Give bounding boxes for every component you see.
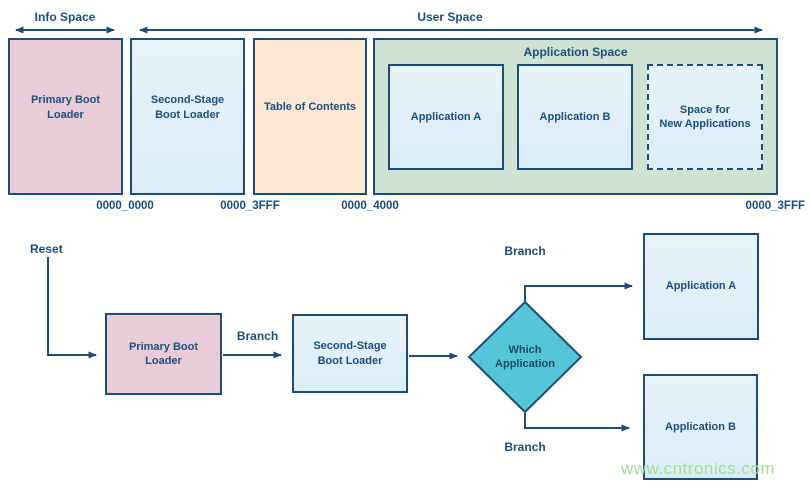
flow-application-a: Application A — [643, 233, 759, 340]
branch-left-label: Branch — [236, 329, 279, 343]
flow-primary-boot-loader: Primary Boot Loader — [105, 313, 222, 395]
flow-decision-which-application: Which Application — [495, 343, 555, 370]
memory-block-second-stage-boot-loader: Second-Stage Boot Loader — [130, 38, 245, 195]
flow-application-b: Application B — [643, 374, 758, 480]
branch-bottom-label: Branch — [504, 440, 546, 454]
reset-label: Reset — [30, 242, 63, 256]
decision-diamond-shape — [467, 300, 583, 414]
memory-block-application-a: Application A — [388, 64, 504, 170]
decision-to-app-b-arrow — [524, 413, 630, 432]
decision-to-app-a-arrow — [524, 282, 633, 301]
memory-block-table-of-contents: Table of Contents — [253, 38, 367, 195]
address-label-1: 0000_3FFF — [220, 200, 280, 212]
address-label-0: 0000_0000 — [96, 200, 154, 212]
memory-block-primary-boot-loader: Primary Boot Loader — [8, 38, 123, 195]
application-space-label: Application Space — [523, 45, 628, 59]
address-label-2: 0000_4000 — [341, 200, 399, 212]
memory-block-space-for-new-applications: Space for New Applications — [647, 64, 763, 170]
user-space-label: User Space — [417, 10, 483, 24]
application-space-container: Application Space Application A Applicat… — [373, 38, 778, 195]
branch-top-label: Branch — [504, 244, 546, 258]
reset-arrow — [47, 257, 97, 359]
info-space-label: Info Space — [34, 10, 96, 24]
watermark-text: www.cntronics.com — [621, 459, 775, 478]
flow-second-stage-boot-loader: Second-Stage Boot Loader — [292, 314, 408, 393]
address-label-3: 0000_3FFF — [745, 200, 805, 212]
memory-block-application-b: Application B — [517, 64, 633, 170]
